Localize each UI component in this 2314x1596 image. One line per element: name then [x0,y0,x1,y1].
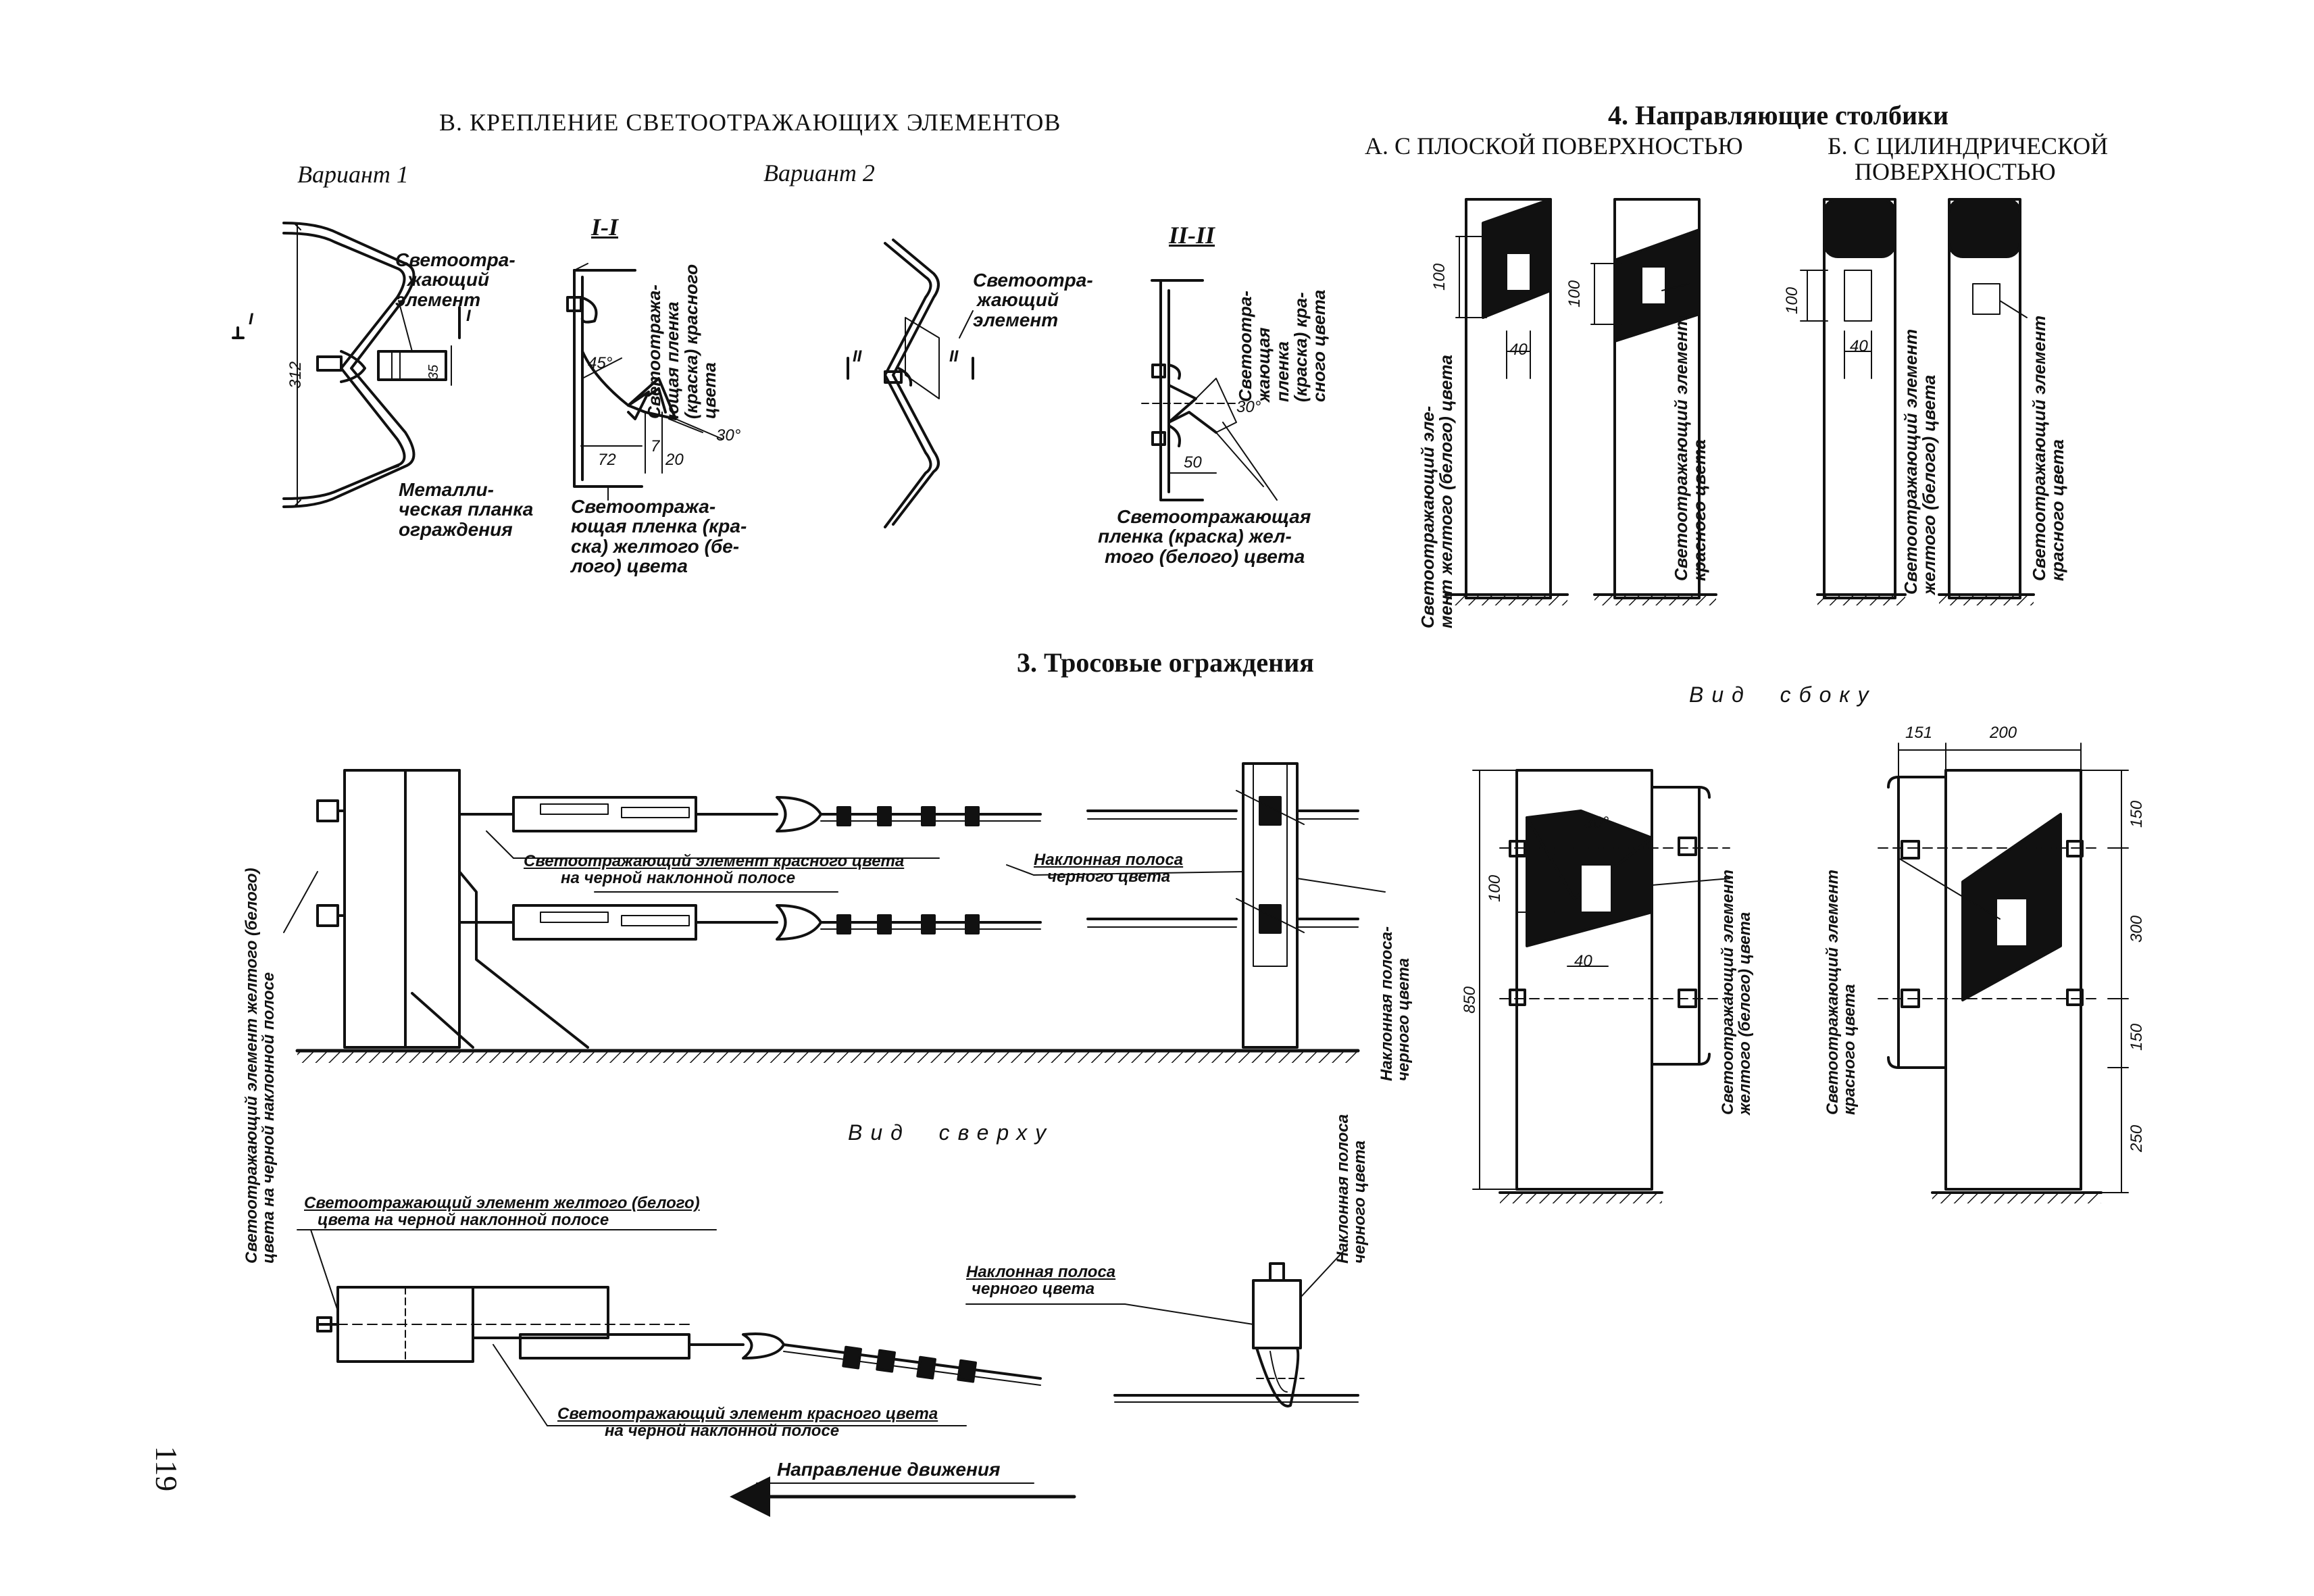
mark-II-left: II [853,347,862,366]
side-30: 30° [1584,814,1609,832]
side-850: 850 [1461,986,1479,1014]
cable-title: 3. Тросовые ограждения [1017,647,1314,678]
s1-red-film-label: Светоотража-ющая пленка(краска) красного… [644,264,720,419]
variant2-label: Вариант 2 [763,159,875,186]
side-200: 200 [1990,724,2017,742]
posts-flat-title: А. С ПЛОСКОЙ ПОВЕРХНОСТЬЮ [1365,132,1743,159]
side-150b: 150 [2128,1023,2146,1051]
s2-50: 50 [1184,453,1202,472]
s1-7: 7 [651,437,660,455]
mark-I-right: I [466,307,471,325]
variant1-profile [232,222,461,508]
s1-30: 30° [716,426,741,445]
section-II-profile [1141,279,1278,501]
post-a1-label: Светоотражающий эле-мент желтого (белого… [1417,355,1457,628]
v1-height-dim: 312 [286,361,305,389]
top-yellow-label: Светоотражающий элемент желтого (белого)… [304,1194,700,1230]
side-40: 40 [1574,952,1592,970]
mark-II-right: II [949,347,959,366]
s1-angle: 45° [588,354,613,372]
mark-I-left: I [249,310,253,328]
side-view-flat-post [1472,769,1730,1203]
side-150a: 150 [2128,800,2146,828]
s1-yellow-film-label: Светоотража-ющая пленка (кра-ска) желтог… [571,496,747,577]
variant2-profile [847,239,974,528]
cable-barrier-elevation [283,762,1386,1063]
posts-cyl-title-2: ПОВЕРХНОСТЬЮ [1855,158,2056,185]
page-number: 119 [149,1446,184,1492]
side-100: 100 [1486,874,1504,902]
posts-cyl-title-1: Б. С ЦИЛИНДРИЧЕСКОЙ [1828,132,2109,159]
top-view-label: Вид сверху [848,1120,1055,1145]
variant1-label: Вариант 1 [297,161,409,188]
cable-barrier-plan [297,1229,1359,1517]
side-view-label: Вид сбоку [1689,682,1877,707]
s2-30: 30° [1236,398,1261,416]
side-300: 300 [2128,915,2146,943]
posts-title: 4. Направляющие столбики [1608,100,1949,130]
section-I-profile [566,263,724,501]
section-I-label: I-I [591,214,619,241]
direction-label: Направление движения [777,1459,1001,1480]
cable-yellow-vert-label: Светоотражающий элемент желтого (белого)… [243,868,278,1264]
s1-72: 72 [598,451,616,469]
side-151: 151 [1905,724,1933,742]
side-250: 250 [2128,1124,2146,1152]
post-b1-100: 100 [1783,286,1801,314]
s1-20: 20 [665,451,684,469]
section-II-label: II-II [1169,222,1215,249]
post-a1-100: 100 [1430,263,1449,291]
post-a1-40: 40 [1509,341,1528,359]
cable-band-vert-label: Наклонная полоса-черного цвета [1378,926,1413,1081]
posts-flat [1444,198,1717,605]
post-b1-40: 40 [1850,337,1868,355]
post-a2-100: 100 [1565,280,1584,307]
fastening-title: В. КРЕПЛЕНИЕ СВЕТООТРАЖАЮЩИХ ЭЛЕМЕНТОВ [439,109,1061,136]
v1-small-dim: 35 [426,364,441,380]
posts-cylindrical [1800,198,2035,605]
side-view-cylindrical-post [1878,743,2129,1203]
